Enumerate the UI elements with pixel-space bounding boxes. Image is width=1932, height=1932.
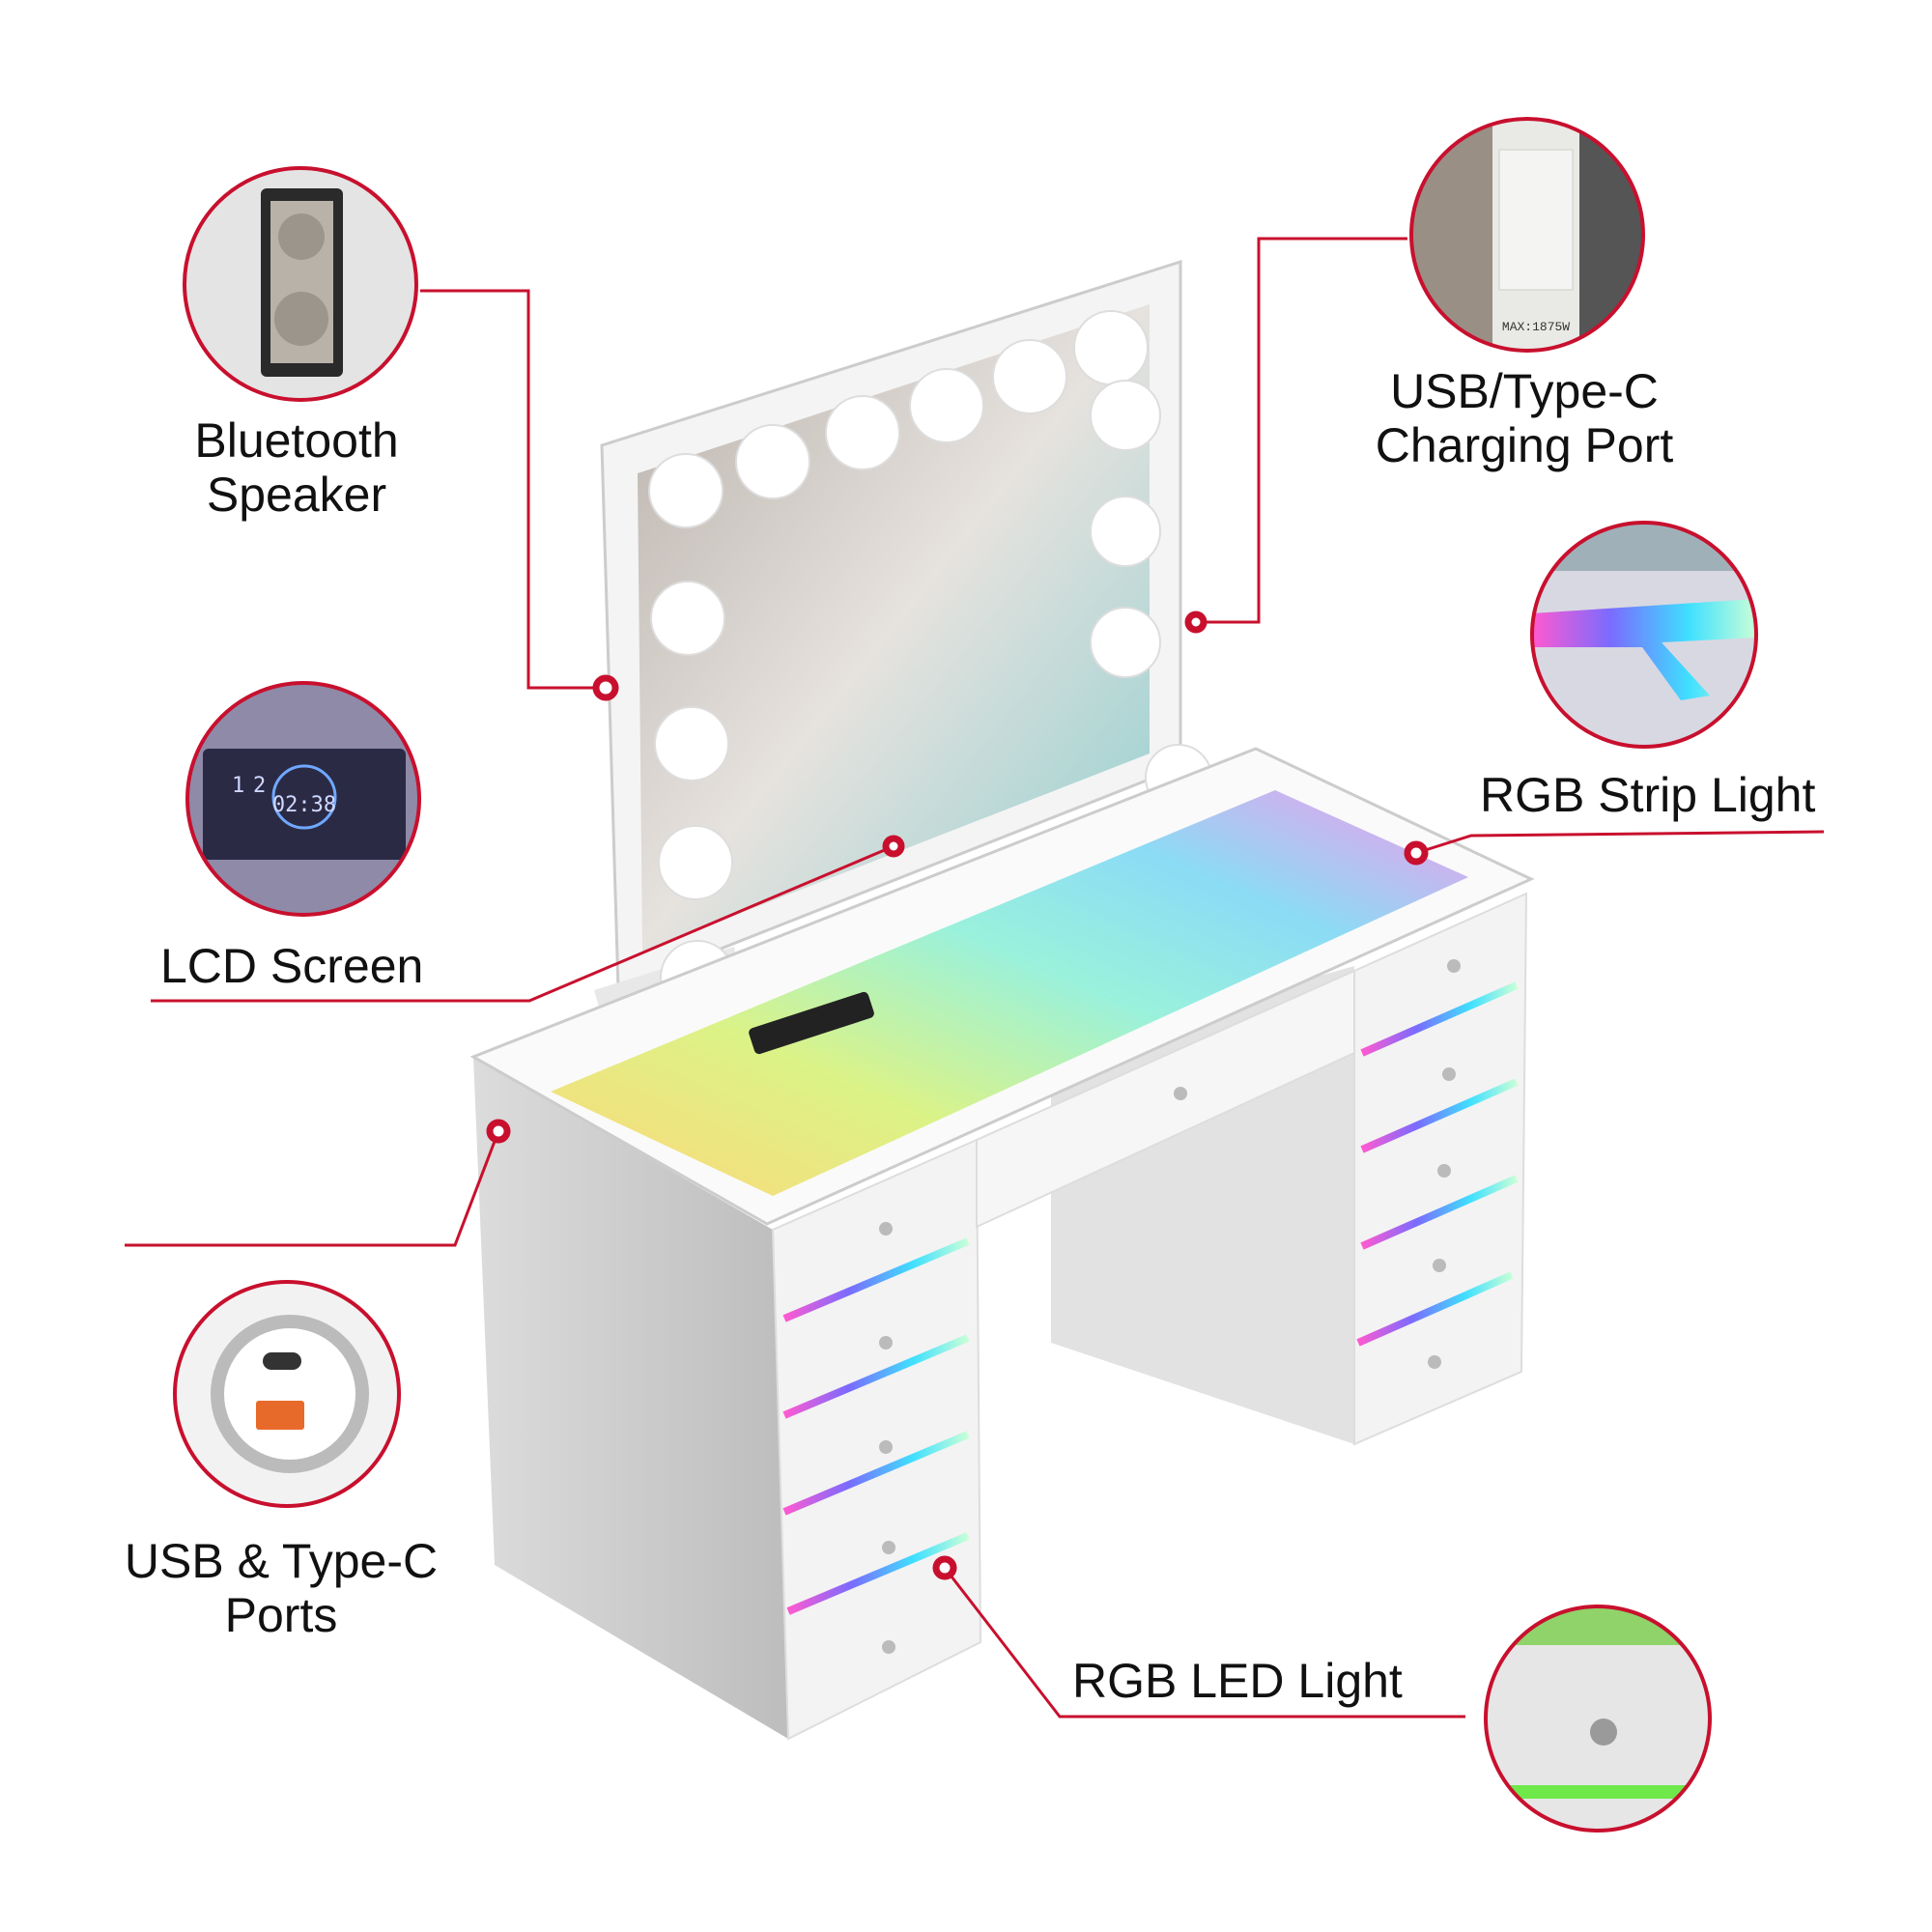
outlet-rating-text: MAX:1875W [1502, 320, 1570, 334]
rgb-strip-detail [1530, 521, 1758, 749]
rgb-led-label: RGB LED Light [1072, 1654, 1403, 1708]
label-line: Speaker [206, 468, 387, 522]
vanity-desk [469, 747, 1535, 1741]
usb-ports-label: USB & Type-C Ports [88, 1534, 474, 1642]
label-line: Ports [224, 1588, 338, 1642]
drawer-led-strips [782, 981, 1519, 1615]
callout-dots [486, 611, 1429, 1580]
charging-port-detail: MAX:1875W [1409, 117, 1645, 353]
lcd-day: 2 [253, 774, 266, 798]
lcd-time: 02:38 [272, 793, 336, 817]
callout-lines [125, 237, 1825, 1719]
rgb-strip-label: RGB Strip Light [1480, 768, 1816, 822]
lcd-month: 1 [232, 774, 244, 798]
usb-ports-detail [173, 1280, 401, 1508]
drawer-knobs [879, 959, 1461, 1654]
lcd-screen-label: LCD Screen [160, 939, 424, 993]
bluetooth-speaker-label: Bluetooth Speaker [152, 413, 441, 522]
charging-port-label: USB/Type-C Charging Port [1331, 364, 1718, 472]
label-line: Charging Port [1375, 418, 1674, 472]
bluetooth-speaker-detail [183, 166, 418, 402]
rgb-led-detail [1484, 1605, 1712, 1833]
phone [749, 991, 874, 1055]
lcd-screen-detail: 1 2 02:38 [185, 681, 421, 917]
label-line: Bluetooth [194, 413, 399, 468]
label-line: USB/Type-C [1390, 364, 1659, 418]
label-line: USB & Type-C [124, 1534, 439, 1588]
